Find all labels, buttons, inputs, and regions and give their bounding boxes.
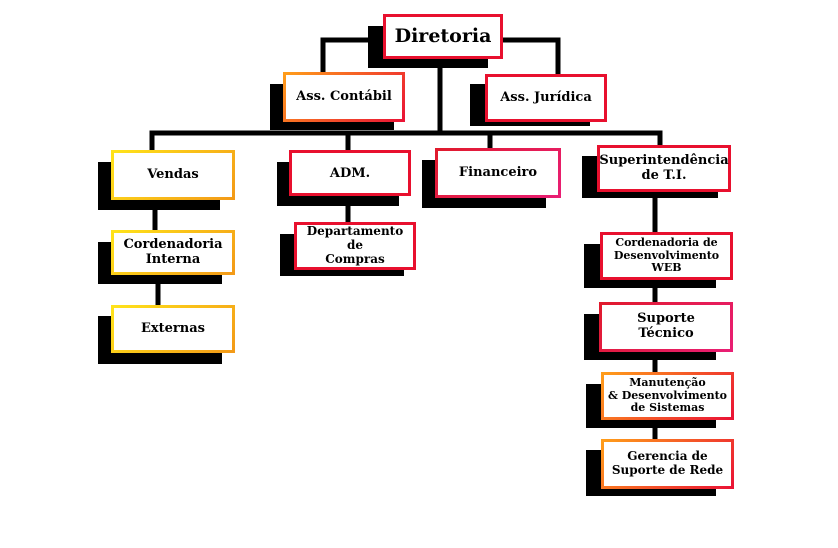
departamento-compras-box[interactable]: Departamento de Compras	[294, 222, 416, 270]
suporte-tecnico-box[interactable]: Suporte Técnico	[599, 302, 733, 352]
cordenadoria-web-box[interactable]: Cordenadoria de Desenvolvimento WEB	[600, 232, 733, 280]
financeiro-label: Financeiro	[458, 164, 538, 180]
departamento-compras-label: Departamento de Compras	[306, 224, 404, 266]
ass-contabil-box[interactable]: Ass. Contábil	[283, 72, 405, 122]
manutencao-label: Manutenção & Desenvolvimento de Sistemas	[607, 376, 728, 415]
externas-label: Externas	[141, 320, 205, 336]
suporte-tecnico-label: Suporte Técnico	[637, 311, 695, 341]
vendas-label: Vendas	[147, 166, 199, 182]
manutencao-box[interactable]: Manutenção & Desenvolvimento de Sistemas	[601, 372, 734, 420]
ass-juridica-label: Ass. Jurídica	[500, 89, 592, 105]
cordenadoria-interna-box[interactable]: Cordenadoria Interna	[111, 230, 235, 275]
gerencia-rede-label: Gerencia de Suporte de Rede	[611, 449, 724, 477]
externas-box[interactable]: Externas	[111, 305, 235, 353]
diretoria-label: Diretoria	[394, 24, 492, 47]
ass-juridica-box[interactable]: Ass. Jurídica	[485, 74, 607, 122]
superintendencia-box[interactable]: Superintendência de T.I.	[597, 145, 731, 192]
cordenadoria-web-label: Cordenadoria de Desenvolvimento WEB	[613, 236, 720, 275]
ass-contabil-label: Ass. Contábil	[296, 88, 392, 104]
adm-label: ADM.	[329, 166, 371, 181]
diretoria-box[interactable]: Diretoria	[383, 14, 503, 59]
gerencia-rede-box[interactable]: Gerencia de Suporte de Rede	[601, 439, 734, 489]
vendas-box[interactable]: Vendas	[111, 150, 235, 200]
adm-box[interactable]: ADM.	[289, 150, 411, 196]
financeiro-box[interactable]: Financeiro	[435, 148, 561, 198]
superintendencia-label: Superintendência de T.I.	[599, 152, 729, 183]
cordenadoria-interna-label: Cordenadoria Interna	[123, 236, 223, 267]
